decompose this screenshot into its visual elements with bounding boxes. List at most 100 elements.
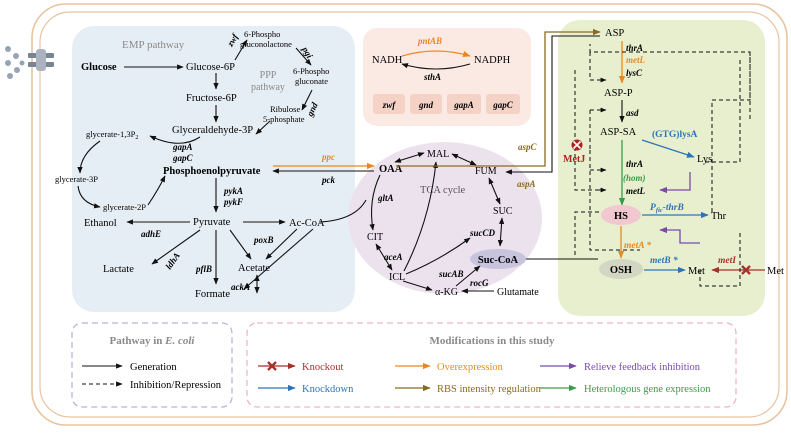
arrow-pyruvate-acetate: [229, 229, 252, 260]
legend-inhibition-label: Inhibition/Repression: [130, 380, 222, 391]
metabolite-nadh: NADH: [372, 55, 403, 66]
metabolite-phosphogluconolactone-2: gluconolactone: [240, 39, 292, 49]
legend-overexpression-label: Overexpression: [437, 362, 504, 373]
gene-metB: metB *: [650, 255, 678, 266]
metabolite-acetate: Acetate: [238, 263, 270, 274]
metabolite-akg: α-KG: [435, 287, 458, 298]
gene-aceA: aceA: [384, 252, 403, 262]
svg-text:OSH: OSH: [610, 265, 632, 276]
gene-metJ: MetJ: [563, 154, 585, 165]
legend-right-title: Modifications in this study: [430, 335, 555, 347]
metabolite-succoa: Suc-CoA: [470, 249, 526, 269]
metabolite-mal: MAL: [427, 149, 449, 160]
arrow-aspsa-lys: [641, 139, 695, 158]
arrow-icl-mal: [403, 161, 439, 272]
gene-box-gapA: gapA: [447, 94, 481, 114]
cell-outer-membrane: [31, 3, 788, 426]
gene-pck: pck: [321, 175, 335, 185]
gene-hom: (hom): [623, 173, 646, 183]
knockout-mark-metj: [571, 139, 583, 151]
cell-inner-membrane: [39, 11, 780, 418]
arrow-nadh-nadph-pntab: [401, 50, 471, 58]
gene-ppc: ppc: [321, 152, 335, 162]
gene-metL-1: metL: [626, 55, 645, 65]
arrow-ribulose-g3p: [255, 120, 271, 135]
legend-right-box: [246, 322, 737, 408]
metabolite-icl: ICL: [389, 272, 405, 283]
gene-rocG: rocG: [470, 278, 489, 288]
svg-text:Suc-CoA: Suc-CoA: [478, 255, 519, 266]
arrow-nadph-nadh-stha: [401, 63, 471, 70]
metabolite-asp: ASP: [605, 28, 624, 39]
legend-knockdown-label: Knockdown: [302, 384, 354, 395]
emp-pathway-label: EMP pathway: [122, 39, 185, 51]
metabolite-pep: Phosphoenolpyruvate: [163, 166, 261, 177]
gene-adhE: adhE: [141, 229, 161, 239]
metabolite-met-inside: Met: [688, 266, 705, 277]
arrow-feedback-meta: [659, 226, 700, 244]
metabolite-thr: Thr: [711, 211, 727, 222]
svg-text:gnd: gnd: [418, 100, 434, 110]
metabolite-aspp: ASP-P: [604, 88, 633, 99]
metabolite-ribulose-2: 5-phosphate: [263, 114, 305, 124]
legend-left-box: [71, 322, 233, 408]
gene-sucAB: sucAB: [438, 269, 464, 279]
svg-text:gapC: gapC: [492, 100, 514, 110]
arrow-pyruvate-lactate: [151, 229, 201, 265]
arrow-glycerate3p-2p: [77, 185, 101, 209]
metabolite-glucose6p: Glucose-6P: [186, 62, 235, 73]
inhibition-lines: [574, 44, 751, 287]
inhibition-arrowheads: [598, 77, 607, 193]
gene-pfic-thrB: Pfic-thrB: [650, 203, 684, 214]
gene-thrA-2: thrA: [626, 159, 643, 169]
arrow-accoa-cit: [319, 199, 367, 223]
gene-pflB: pflB: [195, 264, 212, 274]
metabolite-ethanol: Ethanol: [84, 218, 117, 229]
metabolite-formate: Formate: [195, 289, 230, 300]
arrow-icl-akg: [402, 280, 433, 291]
metabolite-phosphogluconate: 6-Phospho: [293, 66, 329, 76]
arrow-g6p-pgl: [234, 39, 248, 61]
transporter-icon: [5, 46, 54, 79]
arrow-accoa-acetate: [265, 228, 298, 260]
metabolite-suc: SUC: [493, 206, 513, 217]
gene-metA: metA *: [624, 240, 651, 251]
gene-poxB: poxB: [253, 235, 274, 245]
arrow-oaa-asp-aspc: [396, 28, 601, 167]
gene-asd: asd: [626, 108, 639, 118]
metabolite-glycerate13p: glycerate-1,3P2: [86, 129, 138, 141]
legend-knockout-mark: [267, 361, 277, 371]
metabolite-glycerate3p: glycerate-3P: [55, 174, 98, 184]
gene-gapA: gapA: [172, 142, 193, 152]
legend-generation-label: Generation: [130, 362, 177, 373]
metabolite-osh: OSH: [599, 259, 643, 279]
arrow-glycerate13p-3p: [77, 140, 101, 174]
gene-sucCD: sucCD: [469, 228, 496, 238]
gene-pykF: pykF: [223, 197, 243, 207]
metabolite-oaa: OAA: [379, 164, 403, 175]
metabolite-glycerate2p: glycerate-2P: [103, 202, 146, 212]
metabolite-lys: Lys: [697, 154, 712, 165]
arrow-oaa-cit: [369, 174, 381, 231]
gene-thrA-1: thrA: [626, 43, 643, 53]
ppp-pathway-label-2: pathway: [251, 82, 285, 93]
gene-aspA: aspA: [517, 179, 536, 189]
arrow-oaa-mal: [394, 152, 425, 163]
arrow-icl-suc: [405, 237, 471, 275]
legend-feedback-label: Relieve feedback inhibition: [584, 362, 701, 373]
metabolite-accoa: Ac-CoA: [289, 218, 325, 229]
tca-cycle-label: TCA cycle: [420, 185, 466, 196]
arrow-fum-suc: [488, 177, 501, 205]
emp-ppp-region: [72, 26, 355, 312]
metabolite-lactate: Lactate: [103, 264, 134, 275]
arrow-asp-fum-aspa: [505, 35, 600, 175]
metabolite-fum: FUM: [475, 166, 497, 177]
legend-heterologous-label: Heterologous gene expression: [584, 384, 711, 395]
gene-ackA: ackA: [231, 282, 250, 292]
gene-lysC: lysC: [626, 68, 643, 78]
gene-metI: metI: [718, 256, 736, 266]
arrow-suc-succoa: [497, 217, 505, 247]
gene-gtg-lysA: (GTG)lysA: [652, 129, 698, 140]
metabolite-nadph: NADPH: [474, 55, 511, 66]
